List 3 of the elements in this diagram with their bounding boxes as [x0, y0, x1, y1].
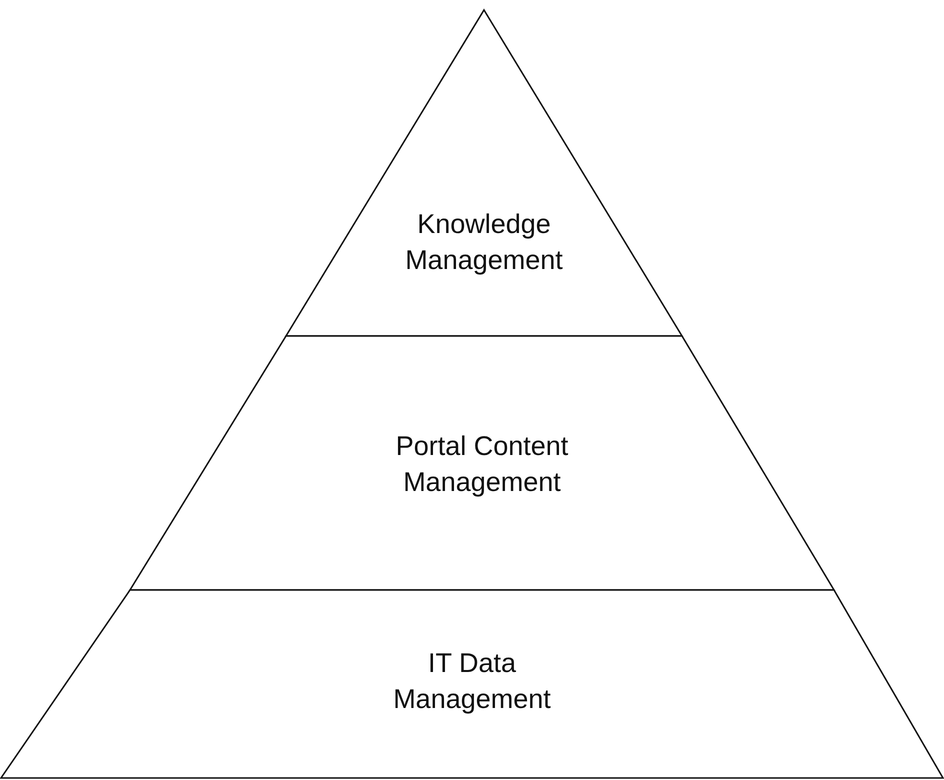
tier-label: IT Data Management — [392, 647, 552, 716]
tier-label: Knowledge Management — [404, 208, 564, 277]
tier-label: Portal Content Management — [394, 430, 570, 499]
